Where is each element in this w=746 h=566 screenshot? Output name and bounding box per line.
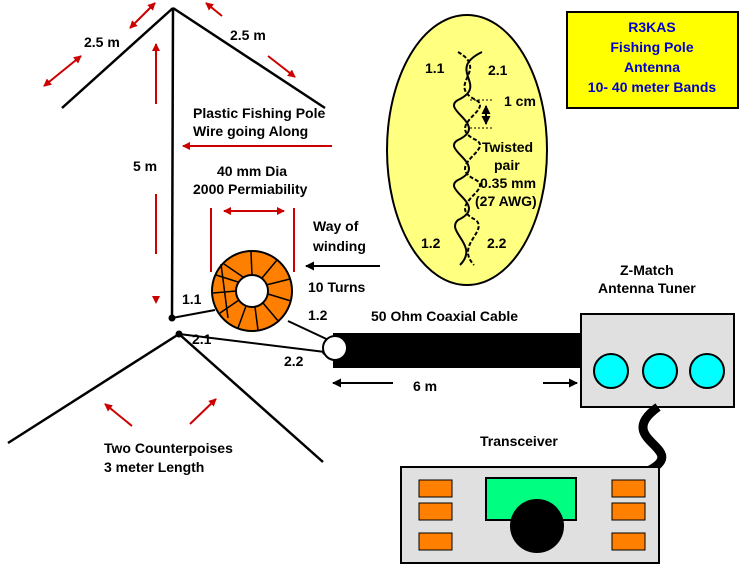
tuner-transceiver-cable [638, 403, 667, 474]
right-arm-label: 2.5 m [230, 27, 266, 43]
transceiver-tuning-knob[interactable] [510, 499, 564, 553]
coax-label: 50 Ohm Coaxial Cable [371, 308, 518, 324]
core-dia-label: 40 mm Dia [217, 163, 287, 179]
tuner-label-line1: Z-Match [620, 262, 674, 278]
counterpoise-label-line2: 3 meter Length [104, 459, 204, 475]
twisted-pair-callout [386, 14, 548, 286]
tuner-knob-1[interactable] [593, 353, 629, 389]
counterpoise-label-line1: Two Counterpoises [104, 440, 233, 456]
pair-bottom-left-label: 1.2 [421, 235, 441, 251]
pair-desc-line4: (27 AWG) [475, 193, 537, 209]
lead-2-2 [178, 333, 326, 353]
transceiver-button[interactable] [418, 502, 453, 521]
pair-desc-line3: 0.35 mm [480, 175, 536, 191]
arrow-left-arm-up [129, 2, 156, 29]
height-label: 5 m [133, 158, 157, 174]
counterpoise-wires [7, 332, 324, 463]
tuner-knob-2[interactable] [642, 353, 678, 389]
tuner-knob-3[interactable] [689, 353, 725, 389]
transceiver-button[interactable] [611, 502, 646, 521]
pair-desc-line2: pair [494, 157, 520, 173]
transceiver-button[interactable] [418, 532, 453, 551]
transceiver-button[interactable] [611, 479, 646, 498]
transceiver-buttons-left [418, 479, 453, 551]
tuner-label-line2: Antenna Tuner [598, 280, 696, 296]
terminal-2-1-label: 2.1 [192, 331, 212, 347]
terminal-1-1 [168, 314, 176, 322]
coax-end [322, 335, 348, 361]
arrow-right-arm-up [205, 2, 223, 17]
title-line4: 10- 40 meter Bands [588, 79, 717, 95]
ferrite-core [211, 250, 293, 332]
winding-label-line1: Way of [313, 218, 359, 234]
counterpoise-arrow-right [189, 398, 217, 425]
pole-label-line2: Wire going Along [193, 123, 308, 139]
title-line2: Fishing Pole [610, 39, 693, 55]
pair-bottom-right-label: 2.2 [487, 235, 507, 251]
transceiver-label: Transceiver [480, 433, 558, 449]
terminal-1-1-label: 1.1 [182, 291, 202, 307]
winding-label-line2: winding [312, 238, 366, 254]
title-line1: R3KAS [628, 19, 675, 35]
terminal-2-2-label: 2.2 [284, 353, 304, 369]
title-line3: Antenna [624, 59, 680, 75]
transceiver-buttons-right [611, 479, 646, 551]
pair-top-right-label: 2.1 [488, 62, 508, 78]
pair-desc-line1: Twisted [482, 139, 533, 155]
coax-length-label: 6 m [413, 378, 437, 394]
pair-spacing-label: 1 cm [504, 93, 536, 109]
left-arm-label: 2.5 m [84, 34, 120, 50]
turns-label: 10 Turns [308, 279, 366, 295]
coax-cable [333, 333, 583, 368]
pair-top-left-label: 1.1 [425, 60, 445, 76]
terminal-1-2-label: 1.2 [308, 307, 328, 323]
arrow-left-arm-down [43, 55, 82, 87]
twisted-pair-wires [453, 51, 483, 266]
counterpoise-arrow-left [104, 403, 133, 427]
transceiver-button[interactable] [611, 532, 646, 551]
lead-1-1 [171, 309, 216, 319]
arrow-right-arm-down [267, 55, 296, 78]
pole-label-line1: Plastic Fishing Pole [193, 105, 325, 121]
core-perm-label: 2000 Permiability [193, 181, 308, 197]
title-box [566, 11, 739, 109]
core-windings [212, 251, 292, 331]
transceiver-button[interactable] [418, 479, 453, 498]
